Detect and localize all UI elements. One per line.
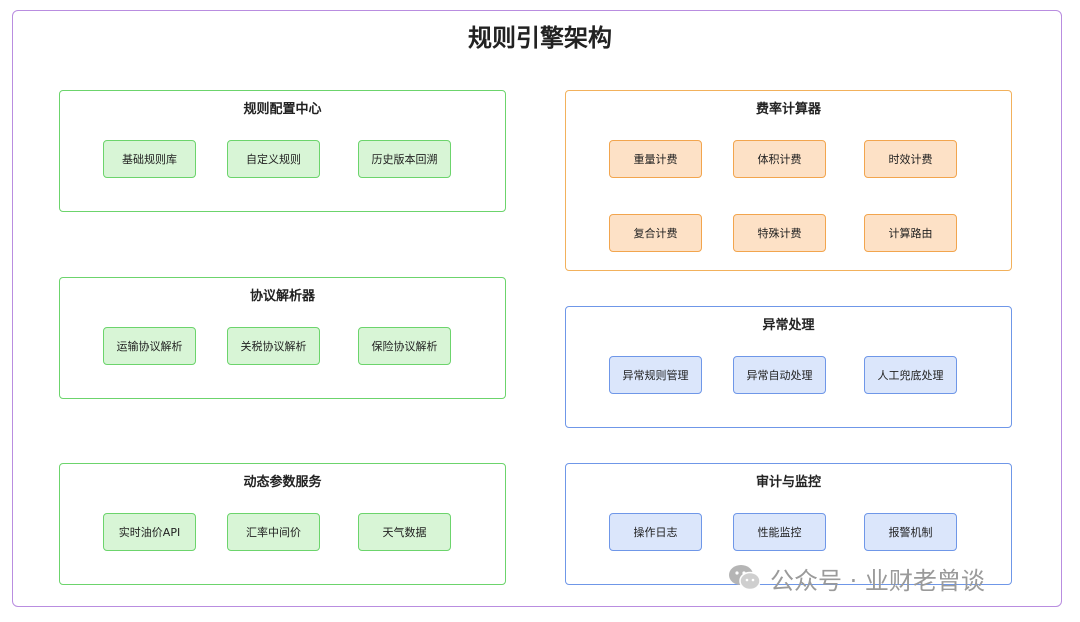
group-title: 异常处理 — [762, 318, 815, 333]
node-manual-fallback: 人工兜底处理 — [864, 356, 957, 394]
group-dynamic-params: 动态参数服务 实时油价API 汇率中间价 天气数据 — [59, 463, 506, 585]
group-rule-config-center: 规则配置中心 基础规则库 自定义规则 历史版本回溯 — [59, 90, 506, 212]
node-tariff-protocol: 关税协议解析 — [227, 327, 320, 365]
node-timeliness-billing: 时效计费 — [864, 140, 957, 178]
node-calc-routing: 计算路由 — [864, 214, 957, 252]
wechat-icon — [728, 563, 762, 593]
node-performance-monitor: 性能监控 — [733, 513, 826, 551]
diagram-title: 规则引擎架构 — [468, 24, 612, 52]
node-oil-price-api: 实时油价API — [103, 513, 196, 551]
node-basic-rule-library: 基础规则库 — [103, 140, 196, 178]
node-alert-mechanism: 报警机制 — [864, 513, 957, 551]
watermark-text: 公众号 · 业财老曾谈 — [770, 566, 985, 595]
group-title: 费率计算器 — [755, 102, 821, 117]
node-exchange-rate: 汇率中间价 — [227, 513, 320, 551]
node-insurance-protocol: 保险协议解析 — [358, 327, 451, 365]
node-weight-billing: 重量计费 — [609, 140, 702, 178]
node-special-billing: 特殊计费 — [733, 214, 826, 252]
group-audit-monitoring: 审计与监控 操作日志 性能监控 报警机制 — [565, 463, 1012, 585]
group-title: 规则配置中心 — [243, 102, 322, 117]
group-title: 审计与监控 — [755, 475, 821, 490]
group-protocol-parser: 协议解析器 运输协议解析 关税协议解析 保险协议解析 — [59, 277, 506, 399]
group-exception-handling: 异常处理 异常规则管理 异常自动处理 人工兜底处理 — [565, 306, 1012, 428]
group-title: 动态参数服务 — [243, 475, 322, 490]
group-rate-calculator: 费率计算器 重量计费 体积计费 时效计费 复合计费 特殊计费 计算路由 — [565, 90, 1012, 271]
node-exception-auto: 异常自动处理 — [733, 356, 826, 394]
node-exception-rule-mgmt: 异常规则管理 — [609, 356, 702, 394]
watermark: 公众号 · 业财老曾谈 — [728, 560, 985, 596]
node-weather-data: 天气数据 — [358, 513, 451, 551]
node-custom-rules: 自定义规则 — [227, 140, 320, 178]
node-version-history: 历史版本回溯 — [358, 140, 451, 178]
node-composite-billing: 复合计费 — [609, 214, 702, 252]
node-volume-billing: 体积计费 — [733, 140, 826, 178]
node-transport-protocol: 运输协议解析 — [103, 327, 196, 365]
group-title: 协议解析器 — [249, 289, 315, 304]
node-operation-log: 操作日志 — [609, 513, 702, 551]
